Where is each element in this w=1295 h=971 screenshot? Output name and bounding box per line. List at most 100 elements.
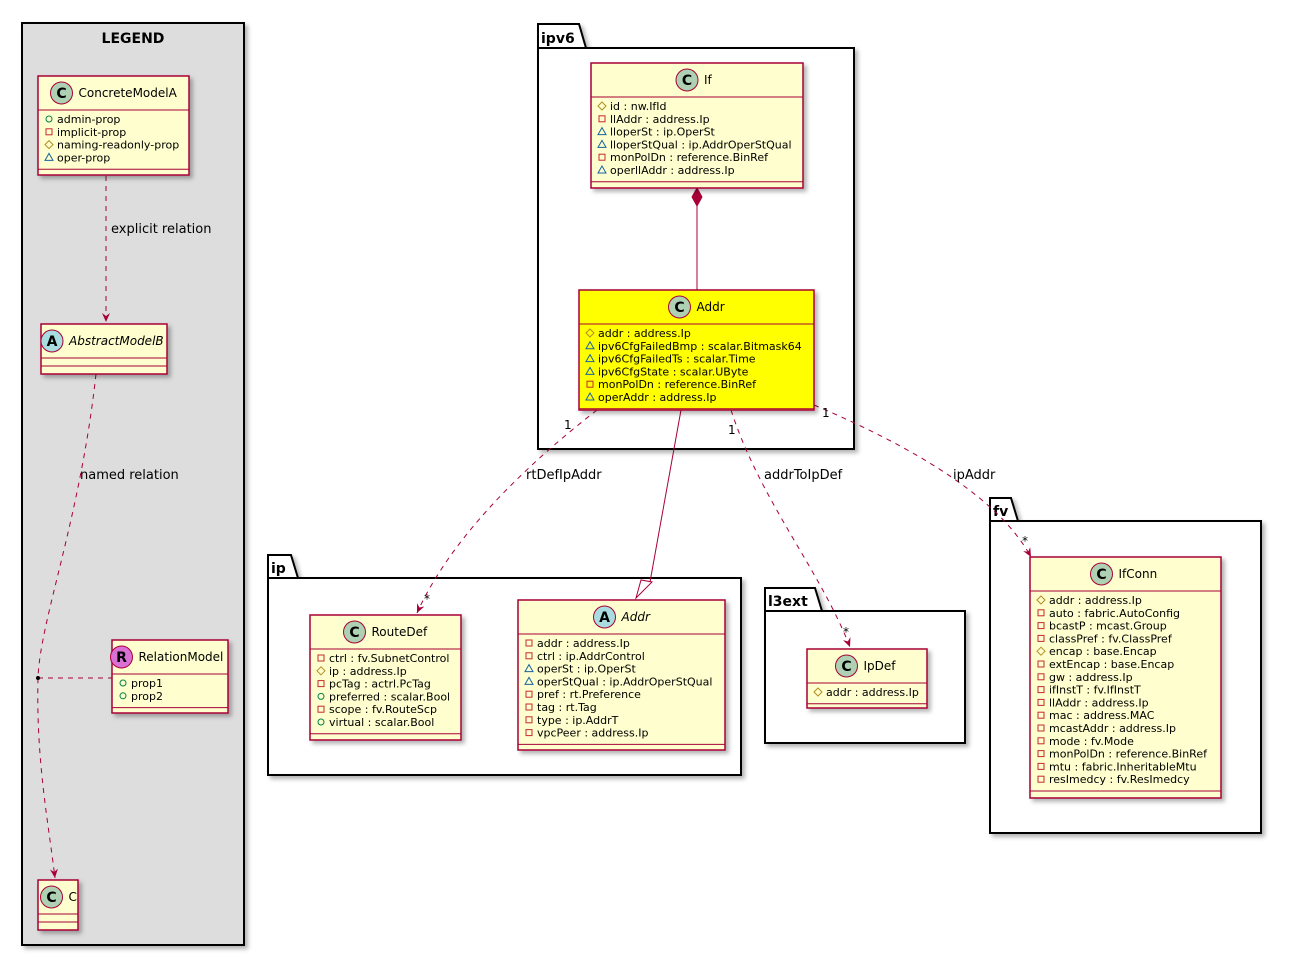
protected-icon bbox=[44, 139, 54, 150]
class-badge-letter: C bbox=[349, 625, 359, 641]
edges bbox=[37, 176, 1032, 879]
class-attribute: addr : address.Ip bbox=[537, 637, 630, 650]
edge-generalization bbox=[649, 409, 682, 583]
class-badge-icon bbox=[1090, 562, 1113, 586]
class-attribute: vpcPeer : address.Ip bbox=[537, 727, 648, 740]
class-attribute: virtual : scalar.Bool bbox=[329, 716, 434, 729]
class-name: IpDef bbox=[864, 659, 897, 673]
private-icon bbox=[317, 654, 325, 662]
private-icon bbox=[1037, 698, 1045, 706]
class-attribute: operSt : ip.OperSt bbox=[537, 663, 636, 676]
class-attribute: gw : address.Ip bbox=[1049, 671, 1133, 684]
class-attribute: id : nw.IfId bbox=[610, 100, 667, 113]
package-icon bbox=[597, 139, 607, 148]
composition-diamond bbox=[691, 186, 703, 208]
class-name: ConcreteModelA bbox=[79, 86, 178, 100]
private-icon bbox=[1037, 622, 1045, 630]
class-attribute: llAddr : address.Ip bbox=[610, 113, 710, 126]
class-attribute: pref : rt.Preference bbox=[537, 688, 641, 701]
protected-icon bbox=[813, 687, 823, 697]
class-attribute: implicit-prop bbox=[57, 126, 126, 139]
protected-icon bbox=[316, 666, 326, 676]
label-ipaddr: ipAddr bbox=[953, 468, 996, 483]
class-badge-letter: C bbox=[56, 86, 66, 102]
class-concrete-model-a[interactable]: ConcreteModelACadmin-propimplicit-propna… bbox=[37, 75, 190, 176]
public-icon bbox=[119, 679, 127, 687]
class-name: IfConn bbox=[1119, 567, 1158, 581]
package-title-ip: ip bbox=[271, 561, 286, 577]
package-title-l3ext: l3ext bbox=[768, 594, 808, 610]
protected-icon bbox=[1036, 595, 1046, 605]
class-badge-letter: C bbox=[682, 73, 692, 89]
generalization-triangle bbox=[635, 579, 654, 600]
class-badge-icon bbox=[110, 645, 133, 669]
label-named-relation: named relation bbox=[80, 468, 179, 483]
class-badge-icon bbox=[668, 295, 691, 319]
private-icon bbox=[1037, 724, 1045, 732]
mult-addrtoipdef-from: 1 bbox=[728, 423, 736, 437]
class-attribute: addr : address.Ip bbox=[598, 327, 691, 340]
private-icon bbox=[45, 128, 53, 136]
mult-ipaddr-from: 1 bbox=[822, 406, 830, 420]
class-name: RouteDef bbox=[372, 625, 428, 639]
protected-icon bbox=[1036, 646, 1046, 656]
mult-addrtoipdef-to: * bbox=[843, 625, 849, 639]
private-icon bbox=[1037, 609, 1045, 617]
private-icon bbox=[525, 690, 533, 698]
class-attribute: ifInstT : fv.IfInstT bbox=[1049, 684, 1141, 697]
class-name: AbstractModelB bbox=[68, 334, 164, 348]
package-icon bbox=[597, 126, 607, 136]
class-name: Addr bbox=[697, 300, 725, 314]
class-badge-letter: C bbox=[46, 890, 56, 906]
private-icon bbox=[525, 716, 533, 724]
class-name: If bbox=[704, 73, 713, 87]
package-icon bbox=[585, 340, 595, 350]
private-icon bbox=[1037, 737, 1045, 745]
package-icon bbox=[585, 353, 595, 363]
label-rtdefipaddr: rtDefIpAddr bbox=[526, 468, 602, 483]
label-addrtoipdef: addrToIpDef bbox=[764, 468, 843, 483]
private-icon bbox=[525, 703, 533, 711]
private-icon bbox=[317, 705, 325, 713]
class-attribute: scope : fv.RouteScp bbox=[329, 703, 437, 716]
relation-junction-dot bbox=[36, 676, 40, 680]
classes-layer: ConcreteModelACadmin-propimplicit-propna… bbox=[37, 62, 1222, 931]
class-c[interactable]: CC bbox=[37, 879, 79, 931]
private-icon bbox=[1037, 750, 1045, 758]
package-title-ipv6: ipv6 bbox=[541, 31, 575, 47]
public-icon bbox=[317, 692, 325, 700]
package-icon bbox=[44, 152, 54, 161]
mult-ipaddr-to: * bbox=[1022, 534, 1028, 548]
class-badge-icon bbox=[50, 81, 73, 105]
class-name: RelationModel bbox=[139, 650, 224, 664]
private-icon bbox=[1037, 660, 1045, 668]
class-badge-letter: R bbox=[116, 650, 127, 666]
class-attribute: naming-readonly-prop bbox=[57, 139, 179, 152]
public-icon bbox=[45, 115, 53, 123]
private-icon bbox=[1037, 634, 1045, 642]
class-attribute: ctrl : fv.SubnetControl bbox=[329, 652, 449, 665]
private-icon bbox=[1037, 775, 1045, 783]
private-icon bbox=[525, 652, 533, 660]
package-icon bbox=[585, 391, 595, 401]
class-attribute: operAddr : address.Ip bbox=[598, 391, 716, 404]
private-icon bbox=[525, 729, 533, 737]
private-icon bbox=[1037, 711, 1045, 719]
class-badge-icon bbox=[835, 654, 858, 678]
class-attribute: ipv6CfgState : scalar.UByte bbox=[598, 365, 749, 378]
class-attribute: lloperStQual : ip.AddrOperStQual bbox=[610, 138, 792, 151]
class-attribute: ipv6CfgFailedTs : scalar.Time bbox=[598, 353, 756, 366]
class-attribute: ctrl : ip.AddrControl bbox=[537, 650, 645, 663]
class-attribute: llAddr : address.Ip bbox=[1049, 696, 1149, 709]
class-attribute: resImedcy : fv.ResImedcy bbox=[1049, 773, 1190, 786]
class-attribute: addr : address.Ip bbox=[826, 686, 919, 699]
label-explicit-relation: explicit relation bbox=[111, 222, 211, 237]
